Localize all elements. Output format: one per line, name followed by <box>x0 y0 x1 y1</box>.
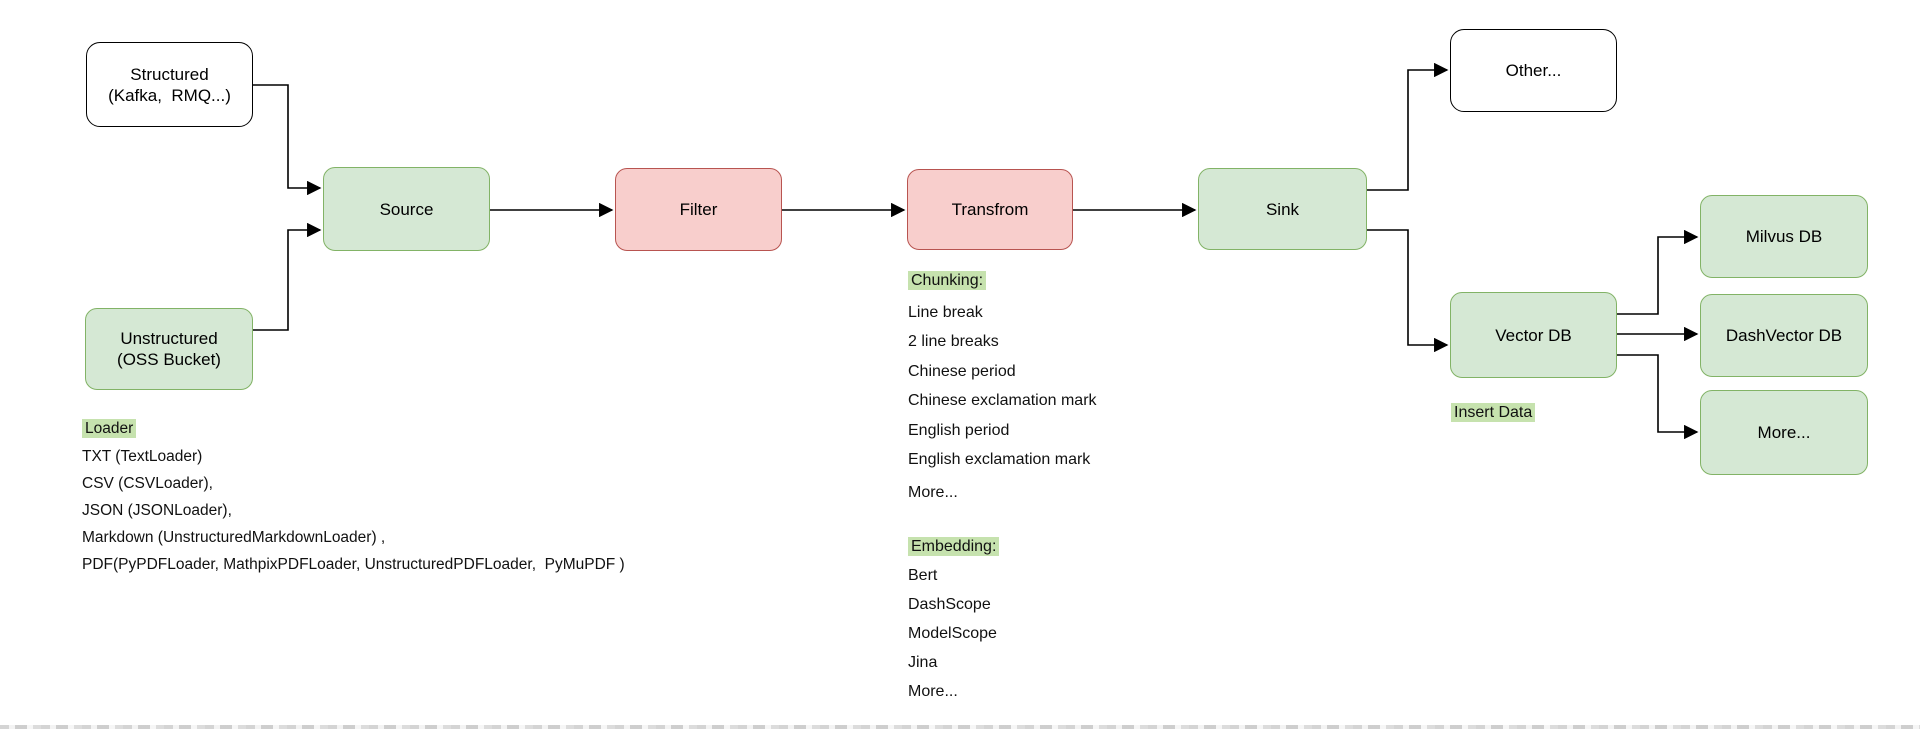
chunking-item: English period <box>908 422 1010 439</box>
node-filter-label: Filter <box>679 200 718 219</box>
loader-item: CSV (CSVLoader), <box>82 475 213 492</box>
node-structured: Structured (Kafka, RMQ...) <box>86 42 253 127</box>
embedding-heading-highlight: Embedding: <box>908 537 1000 556</box>
chunking-item: Chinese period <box>908 363 1016 380</box>
embedding-item: ModelScope <box>908 625 997 642</box>
node-vector-db-label: Vector DB <box>1495 325 1572 345</box>
insert-data-label: Insert Data <box>1451 403 1536 422</box>
node-unstructured-label-line2: (OSS Bucket) <box>117 350 221 369</box>
chunking-item: Chinese exclamation mark <box>908 392 1097 409</box>
loader-item: JSON (JSONLoader), <box>82 502 232 519</box>
node-structured-label-line2: (Kafka, RMQ...) <box>108 85 231 105</box>
node-sink: Sink <box>1198 168 1367 250</box>
connector-unstructured-to-source <box>253 222 322 331</box>
embedding-item: Bert <box>908 567 938 584</box>
connector-sink-to-other <box>1367 62 1449 191</box>
node-milvus-db-label: Milvus DB <box>1745 227 1823 246</box>
embedding-heading: Embedding: <box>908 537 1000 556</box>
node-dashvector-db-label: DashVector DB <box>1725 326 1843 345</box>
insert-data-highlight: Insert Data <box>1451 403 1536 422</box>
loader-item: Markdown (UnstructuredMarkdownLoader) , <box>82 529 386 546</box>
embedding-annotation-list: Embedding: Bert DashScope ModelScope Jin… <box>908 537 1168 708</box>
chunking-heading-highlight: Chunking: <box>908 271 987 290</box>
embedding-item: More... <box>908 683 958 700</box>
node-other-label: Other... <box>1505 61 1562 80</box>
chunking-item: More... <box>908 484 958 501</box>
node-sink-label: Sink <box>1265 199 1300 219</box>
connector-sink-to-vectordb <box>1367 229 1449 353</box>
connector-structured-to-source <box>253 84 322 196</box>
loader-item: TXT (TextLoader) <box>82 448 203 465</box>
embedding-item: DashScope <box>908 596 991 613</box>
chunking-annotation-list: Chunking: Line break 2 line breaks Chine… <box>908 271 1168 512</box>
chunking-item: English exclamation mark <box>908 451 1091 468</box>
node-transfrom: Transfrom <box>907 169 1073 250</box>
node-more-db-label: More... <box>1757 423 1811 442</box>
node-source: Source <box>323 167 490 251</box>
node-unstructured: Unstructured (OSS Bucket) <box>85 308 253 390</box>
node-unstructured-label-line1: Unstructured <box>120 329 218 348</box>
loader-annotation-list: Loader TXT (TextLoader) CSV (CSVLoader),… <box>82 419 642 580</box>
node-other: Other... <box>1450 29 1617 112</box>
connector-vectordb-to-milvus <box>1617 229 1699 315</box>
loader-heading: Loader <box>82 419 137 438</box>
node-structured-label-line1: Structured <box>130 64 209 84</box>
chunking-item: 2 line breaks <box>908 333 999 350</box>
chunking-heading: Chunking: <box>908 271 987 290</box>
embedding-item: Jina <box>908 654 938 671</box>
connector-vectordb-to-more <box>1617 354 1699 440</box>
node-transfrom-label: Transfrom <box>951 200 1029 219</box>
node-dashvector-db: DashVector DB <box>1700 294 1868 377</box>
node-vector-db: Vector DB <box>1450 292 1617 378</box>
node-milvus-db: Milvus DB <box>1700 195 1868 278</box>
insert-data-annotation: Insert Data <box>1451 403 1571 424</box>
node-source-label: Source <box>379 199 434 219</box>
chunking-item: Line break <box>908 304 983 321</box>
loader-heading-highlight: Loader <box>82 419 137 438</box>
bottom-edge-strip <box>0 725 1920 729</box>
node-filter: Filter <box>615 168 782 251</box>
loader-item: PDF(PyPDFLoader, MathpixPDFLoader, Unstr… <box>82 556 625 573</box>
node-more-db: More... <box>1700 390 1868 475</box>
